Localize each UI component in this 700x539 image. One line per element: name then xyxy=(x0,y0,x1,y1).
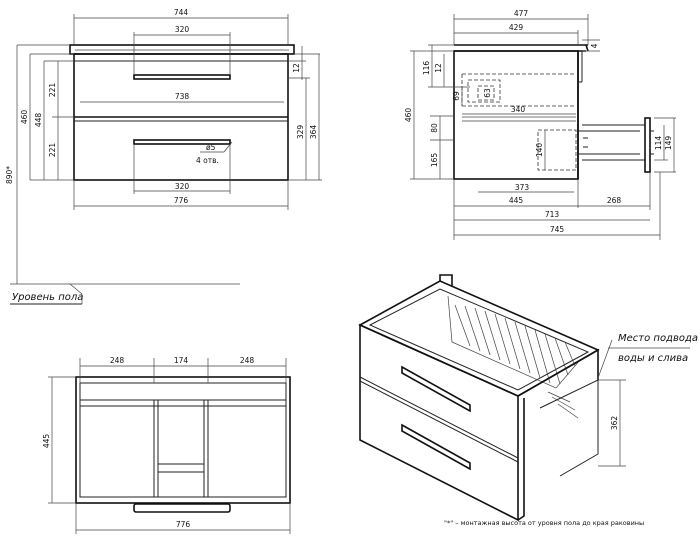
dim-248-left: 248 xyxy=(110,356,125,365)
dim-362: 362 xyxy=(610,416,619,431)
footnote: "*" – монтажная высота от уровня пола до… xyxy=(444,519,644,527)
dim-12-side: 12 xyxy=(434,63,443,73)
dim-460-side: 460 xyxy=(404,108,413,123)
iso-view: Место подвода воды и слива 362 xyxy=(358,274,698,522)
dim-745: 745 xyxy=(550,225,565,234)
dim-477: 477 xyxy=(514,9,529,18)
dim-69: 69 xyxy=(452,91,461,101)
top-outline xyxy=(75,376,291,504)
front-view: 744 320 738 320 776 ø5 4 отв. 890* 460 xyxy=(5,8,322,284)
side-drawer-front xyxy=(644,117,651,173)
dim-248-right: 248 xyxy=(240,356,255,365)
dim-373: 373 xyxy=(515,183,530,192)
side-cabinet-body xyxy=(453,50,579,180)
dim-12-right: 12 xyxy=(292,63,301,73)
upper-drawer-handle xyxy=(133,74,231,80)
dim-320-top: 320 xyxy=(175,25,190,34)
floor-level: Уровень пола xyxy=(10,283,240,305)
iso-upper-handle xyxy=(401,365,471,413)
dim-744: 744 xyxy=(174,8,189,17)
callout-line1: Место подвода xyxy=(618,333,698,344)
dim-776-front: 776 xyxy=(174,196,189,205)
dim-hole-diameter: ø5 xyxy=(206,143,216,152)
iso-lower-handle xyxy=(401,423,471,471)
dim-221-upper: 221 xyxy=(48,83,57,98)
dim-140: 140 xyxy=(535,143,544,158)
side-view: 477 429 4 460 116 12 69 63 340 80 165 14… xyxy=(404,9,676,240)
dim-221-lower: 221 xyxy=(48,143,57,158)
dim-364: 364 xyxy=(309,125,318,140)
top-handle xyxy=(133,503,231,513)
dim-63: 63 xyxy=(483,88,492,98)
dim-116: 116 xyxy=(422,61,431,76)
dim-713: 713 xyxy=(545,210,560,219)
dim-448: 448 xyxy=(34,113,43,128)
dim-320-bottom: 320 xyxy=(175,182,190,191)
dim-80: 80 xyxy=(430,123,439,133)
callout-line2: воды и слива xyxy=(618,353,688,364)
dim-hole-count: 4 отв. xyxy=(196,156,219,165)
dim-890: 890* xyxy=(5,166,14,184)
lower-drawer-handle xyxy=(133,139,231,145)
iso-front-face xyxy=(359,323,519,522)
dim-329: 329 xyxy=(296,125,305,140)
dim-445-top: 445 xyxy=(42,434,51,449)
dim-776-top: 776 xyxy=(176,520,191,529)
front-countertop xyxy=(69,44,295,55)
floor-level-label: Уровень пола xyxy=(12,292,83,303)
dim-114: 114 xyxy=(654,136,663,151)
dim-738: 738 xyxy=(175,92,190,101)
dim-460-front: 460 xyxy=(20,110,29,125)
dim-174: 174 xyxy=(174,356,189,365)
dim-268: 268 xyxy=(607,196,622,205)
dim-149: 149 xyxy=(664,136,673,151)
dim-165: 165 xyxy=(430,153,439,168)
iso-hatching xyxy=(454,304,579,419)
dim-340: 340 xyxy=(511,105,526,114)
dim-429: 429 xyxy=(509,23,524,32)
top-view: 248 174 248 445 776 xyxy=(42,356,291,534)
dim-4: 4 xyxy=(590,43,599,48)
dim-445-side: 445 xyxy=(509,196,524,205)
